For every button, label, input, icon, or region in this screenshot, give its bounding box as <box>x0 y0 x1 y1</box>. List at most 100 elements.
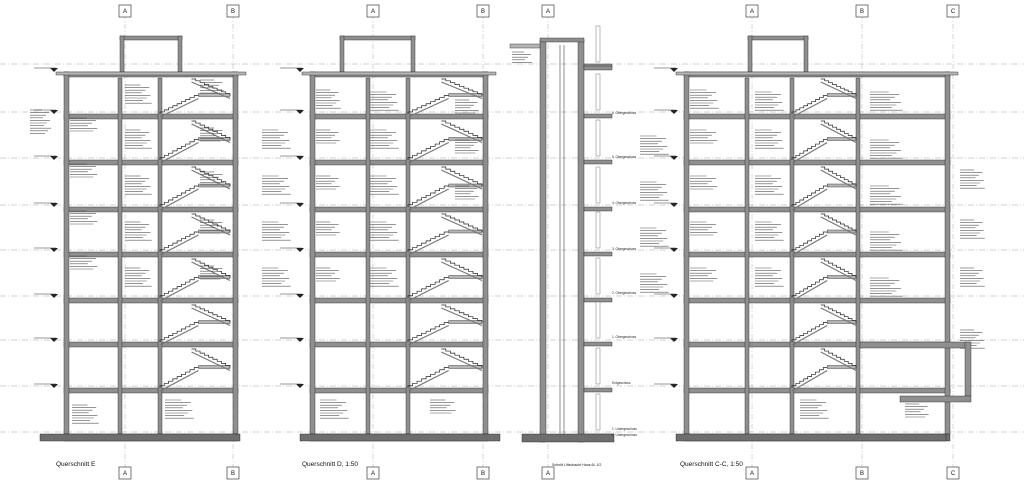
lift-shaft-landing-slab <box>583 206 613 212</box>
section-cc-level-marker <box>670 156 678 160</box>
section-e-stair-flight <box>159 231 199 252</box>
section-e-stair-flight <box>191 213 231 232</box>
section-cc-axis-bottom-A: A <box>750 471 754 477</box>
section-cc-stair-stringer <box>820 261 857 282</box>
lift-shaft-axis-bottom-A-box <box>541 466 555 480</box>
section-d-stair-stringer <box>441 261 483 282</box>
section-d-level-marker <box>296 68 304 72</box>
lift-shaft-door-jamb <box>595 257 601 295</box>
section-cc-stair-flight <box>820 213 857 232</box>
section-e-axis-top-B-box <box>226 4 240 18</box>
lift-shaft-landing-slab <box>583 341 613 347</box>
section-d-base-plate <box>299 433 501 442</box>
section-e-stair-stringer <box>159 97 199 118</box>
lift-shaft-level-label: 2. Untergeschoss <box>612 433 637 437</box>
section-e-stair-stringer <box>159 369 199 392</box>
section-e-level-marker <box>50 338 58 342</box>
section-cc-stair-stringer <box>791 188 828 211</box>
section-d-stair-stringer <box>407 141 449 164</box>
section-e-stair-flight <box>159 277 199 298</box>
section-e-level-marker <box>50 384 58 388</box>
section-cc-floor-slab <box>683 251 951 258</box>
lift-shaft-door-jamb <box>595 166 601 204</box>
section-e-axis-top-B: B <box>231 9 235 15</box>
section-e-level-marker <box>50 110 58 114</box>
lift-shaft-axis-top-A-box <box>541 4 555 18</box>
section-d-stair-flight <box>441 78 483 96</box>
section-cc-stair-stringer <box>820 81 857 100</box>
section-cc-stair-flight <box>791 277 828 298</box>
section-e-axis-bottom-B: B <box>231 471 235 477</box>
section-e-floor-slab <box>63 113 239 120</box>
section-d-roof-parapet <box>301 71 497 76</box>
section-e-stair-flight <box>159 322 199 342</box>
section-e-floor-slab <box>63 297 239 304</box>
section-d-outer-wall-right <box>482 71 489 435</box>
section-d-stair-flight <box>441 166 483 186</box>
lift-shaft-landing-slab <box>583 387 613 393</box>
section-cc-extension-wall <box>964 341 972 397</box>
lift-shaft-axis-top-A: A <box>546 9 550 15</box>
section-cc-stair-flight <box>791 185 828 207</box>
section-cc-stair-stringer <box>791 141 828 164</box>
section-cc-axis-bottom-C-box <box>946 466 960 480</box>
section-d-roof-slab <box>339 35 416 41</box>
lift-shaft-landing-slab <box>583 251 613 257</box>
section-cc-extension-slab <box>859 341 971 349</box>
section-cc-stair-flight <box>820 78 857 96</box>
section-cc-floor-slab <box>683 159 951 166</box>
section-cc-stair-flight <box>791 95 828 114</box>
section-cc-stair-stringer <box>820 169 857 190</box>
section-e-outer-wall-right <box>232 71 239 435</box>
section-e-axis-bottom-A-box <box>118 466 132 480</box>
section-cc-level-marker <box>670 110 678 114</box>
section-cc-floor-slab <box>683 113 951 120</box>
section-d-floor-slab <box>309 251 489 258</box>
section-e-stair-stringer <box>191 216 231 236</box>
section-d-stair-stringer <box>407 188 449 211</box>
lift-shaft-level-label: Erdgeschoss <box>612 381 631 385</box>
lift-shaft-level-label: 4. Obergeschoss <box>612 201 637 205</box>
lift-shaft-door-jamb <box>595 301 601 339</box>
section-d-roof-wall <box>410 35 416 73</box>
section-cc-axis-bottom-C: C <box>951 471 956 477</box>
section-d-stair-stringer <box>441 216 483 236</box>
lift-shaft-wall-right <box>577 39 585 443</box>
section-d-stair-stringer <box>441 81 483 100</box>
section-d-stair-stringer <box>441 123 483 144</box>
section-d-roof-wall <box>339 35 345 73</box>
section-cc-stair-flight <box>791 139 828 160</box>
section-e-stair-stringer <box>159 188 199 211</box>
section-cc-stair-flight <box>791 367 828 388</box>
lift-shaft-door-jamb <box>595 25 601 63</box>
section-e-stair-flight <box>159 185 199 207</box>
section-e-axis-bottom-A: A <box>123 471 127 477</box>
section-e-stair-flight <box>191 78 231 96</box>
section-d-stair-stringer <box>407 324 449 346</box>
section-cc-axis-bottom-B: B <box>860 471 864 477</box>
section-e-base-plate <box>39 433 241 442</box>
section-d-outer-wall-left <box>309 71 316 435</box>
section-cc-stair-stringer <box>791 324 828 346</box>
section-d-stair-flight <box>407 322 449 342</box>
section-d-axis-bottom-B-box <box>476 466 490 480</box>
section-d-level-marker <box>296 156 304 160</box>
section-cc-inner-wall <box>855 77 861 435</box>
section-cc-stair-stringer <box>820 307 857 327</box>
section-d-stair-flight <box>441 213 483 232</box>
section-cc-stair-flight <box>791 231 828 252</box>
section-e-stair-flight <box>191 120 231 140</box>
section-cc-inner-wall <box>744 77 750 435</box>
section-d-floor-slab <box>309 159 489 166</box>
section-e-outer-wall-left <box>63 71 70 435</box>
section-e-level-marker <box>50 68 58 72</box>
section-cc-inner-wall <box>789 77 795 435</box>
section-d-stair-stringer <box>441 169 483 190</box>
section-e-axis-bottom-B-box <box>226 466 240 480</box>
section-d-axis-top-B: B <box>481 9 485 15</box>
section-cc-roof-wall <box>803 35 809 73</box>
section-cc-level-marker <box>670 384 678 388</box>
section-e-stair-stringer <box>159 324 199 346</box>
lift-shaft-level-label: 2. Obergeschoss <box>612 291 637 295</box>
